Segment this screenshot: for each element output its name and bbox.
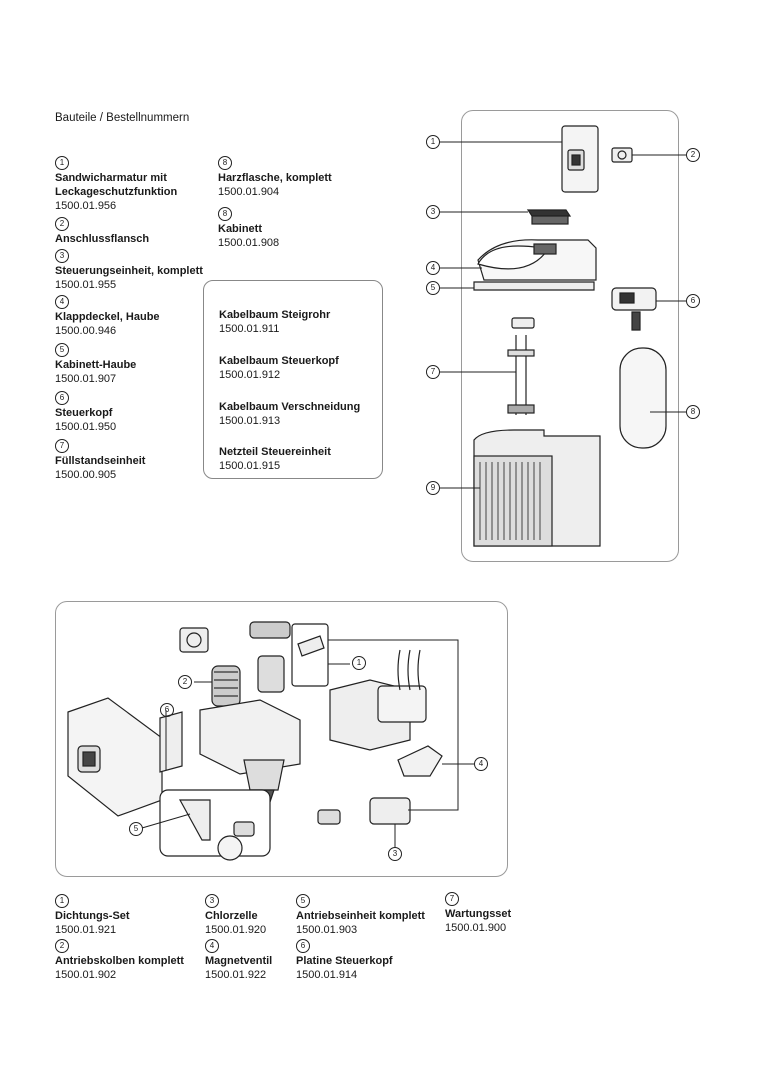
part-code: 1500.01.950 <box>55 421 117 433</box>
part-item: 4 Magnetventil 1500.01.922 <box>205 938 375 982</box>
callout-circle: 8 <box>686 405 700 419</box>
cable-name: Netzteil Steuereinheit <box>219 446 331 458</box>
part-item: 1 Dichtungs-Set 1500.01.921 <box>55 893 225 937</box>
part-code: 1500.01.904 <box>218 186 280 198</box>
part-item: 8 Harzflasche, komplett 1500.01.904 <box>218 155 388 199</box>
cable-item: Kabelbaum Verschneidung 1500.01.913 <box>219 400 360 428</box>
part-item: 3 Steuerungseinheit, komplett 1500.01.95… <box>55 248 225 292</box>
part-name: Füllstandseinheit <box>55 455 146 467</box>
callout-number: 3 <box>55 249 69 263</box>
callout-number: 2 <box>55 217 69 231</box>
callout-circle: 9 <box>426 481 440 495</box>
callout-number: 3 <box>205 894 219 908</box>
part-name: Sandwicharmatur mit Leckageschutzfunktio… <box>55 172 178 198</box>
callout-circle: 5 <box>426 281 440 295</box>
callout-number: 2 <box>55 939 69 953</box>
part-item: 8 Kabinett 1500.01.908 <box>218 206 388 250</box>
part-item: 7 Füllstandseinheit 1500.00.905 <box>55 438 225 482</box>
part-code: 1500.01.907 <box>55 373 117 385</box>
callout-circle: 4 <box>426 261 440 275</box>
part-name: Kabinett-Haube <box>55 359 137 371</box>
part-item: 4 Klappdeckel, Haube 1500.00.946 <box>55 294 225 338</box>
cable-code: 1500.01.913 <box>219 415 281 427</box>
part-name: Chlorzelle <box>205 910 258 922</box>
part-code: 1500.01.914 <box>296 969 358 981</box>
callout-circle: 5 <box>129 822 143 836</box>
part-name: Wartungsset <box>445 908 512 920</box>
callout-number: 7 <box>55 439 69 453</box>
part-code: 1500.00.946 <box>55 325 117 337</box>
cable-item: Kabelbaum Steuerkopf 1500.01.912 <box>219 354 339 382</box>
part-code: 1500.01.921 <box>55 924 117 936</box>
callout-number: 7 <box>445 892 459 906</box>
part-name: Magnetventil <box>205 955 273 967</box>
part-name: Antriebseinheit komplett <box>296 910 425 922</box>
part-code: 1500.01.902 <box>55 969 117 981</box>
part-name: Dichtungs-Set <box>55 910 130 922</box>
part-item: 7 Wartungsset 1500.01.900 <box>445 891 615 935</box>
callout-number: 4 <box>205 939 219 953</box>
part-code: 1500.01.922 <box>205 969 267 981</box>
part-name: Anschlussflansch <box>55 233 150 245</box>
part-item: 2 Antriebskolben komplett 1500.01.902 <box>55 938 225 982</box>
cable-item: Netzteil Steuereinheit 1500.01.915 <box>219 445 331 473</box>
part-item: 6 Steuerkopf 1500.01.950 <box>55 390 225 434</box>
callout-circle: 2 <box>686 148 700 162</box>
cable-code: 1500.01.911 <box>219 323 280 335</box>
callout-number: 1 <box>55 156 69 170</box>
part-item: 6 Platine Steuerkopf 1500.01.914 <box>296 938 466 982</box>
part-name: Platine Steuerkopf <box>296 955 393 967</box>
callout-number: 6 <box>55 391 69 405</box>
part-name: Klappdeckel, Haube <box>55 311 160 323</box>
callout-circle: 3 <box>388 847 402 861</box>
part-name: Kabinett <box>218 223 262 235</box>
callout-number: 6 <box>296 939 310 953</box>
callout-circle: 1 <box>352 656 366 670</box>
cable-item: Kabelbaum Steigrohr 1500.01.911 <box>219 308 330 336</box>
part-name: Harzflasche, komplett <box>218 172 332 184</box>
cable-name: Kabelbaum Steuerkopf <box>219 355 339 367</box>
part-name: Steuerungseinheit, komplett <box>55 265 203 277</box>
part-code: 1500.01.900 <box>445 922 507 934</box>
callout-number: 8 <box>218 156 232 170</box>
part-code: 1500.01.908 <box>218 237 280 249</box>
cable-name: Kabelbaum Verschneidung <box>219 401 361 413</box>
callout-circle: 6 <box>160 703 174 717</box>
page-title: Bauteile / Bestellnummern <box>55 112 190 124</box>
part-code: 1500.01.903 <box>296 924 358 936</box>
part-code: 1500.01.956 <box>55 200 117 212</box>
part-item: 5 Kabinett-Haube 1500.01.907 <box>55 342 225 386</box>
cable-harness-box: Kabelbaum Steigrohr 1500.01.911 Kabelbau… <box>203 280 383 479</box>
callout-circle: 7 <box>426 365 440 379</box>
callout-number: 4 <box>55 295 69 309</box>
callout-number: 1 <box>55 894 69 908</box>
part-item: 1 Sandwicharmatur mit Leckageschutzfunkt… <box>55 155 225 213</box>
part-item: 5 Antriebseinheit komplett 1500.01.903 <box>296 893 466 937</box>
softener-exploded-diagram <box>439 125 686 547</box>
part-code: 1500.01.920 <box>205 924 267 936</box>
callout-number: 5 <box>296 894 310 908</box>
control-head-panel <box>55 601 508 877</box>
part-code: 1500.00.905 <box>55 469 117 481</box>
callout-number: 5 <box>55 343 69 357</box>
control-head-exploded-diagram <box>67 621 474 861</box>
callout-circle: 1 <box>426 135 440 149</box>
callout-circle: 2 <box>178 675 192 689</box>
callout-number: 8 <box>218 207 232 221</box>
part-code: 1500.01.955 <box>55 279 117 291</box>
cable-code: 1500.01.912 <box>219 369 281 381</box>
softener-panel <box>461 110 679 562</box>
part-name: Steuerkopf <box>55 407 113 419</box>
callout-circle: 4 <box>474 757 488 771</box>
callout-circle: 3 <box>426 205 440 219</box>
part-name: Antriebskolben komplett <box>55 955 184 967</box>
callout-circle: 6 <box>686 294 700 308</box>
part-item: 3 Chlorzelle 1500.01.920 <box>205 893 375 937</box>
cable-name: Kabelbaum Steigrohr <box>219 309 331 321</box>
cable-code: 1500.01.915 <box>219 460 281 472</box>
part-item: 2 Anschlussflansch <box>55 216 225 246</box>
